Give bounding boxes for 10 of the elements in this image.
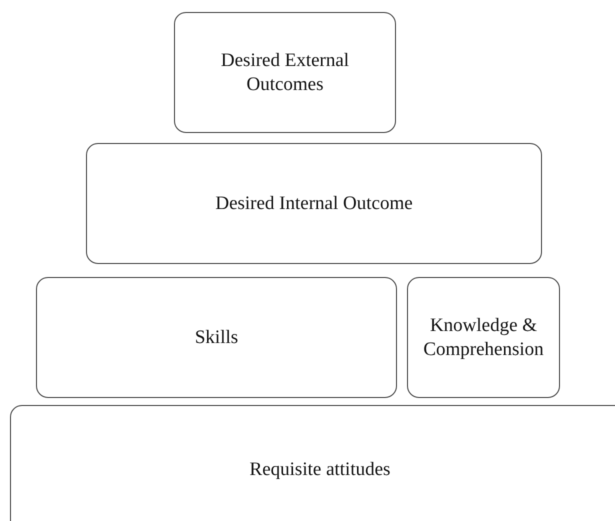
- level-box: [174, 12, 396, 133]
- level-label: Desired Internal Outcome: [215, 192, 413, 216]
- level-box: [10, 405, 615, 521]
- level-label: Knowledge & Comprehension: [422, 314, 545, 362]
- level-label: Skills: [194, 326, 238, 350]
- level-box: [407, 277, 560, 398]
- level-box: [36, 277, 397, 398]
- level-label: Desired External Outcomes: [220, 48, 350, 96]
- level-box: [86, 143, 542, 264]
- level-label: Requisite attitudes: [250, 458, 390, 482]
